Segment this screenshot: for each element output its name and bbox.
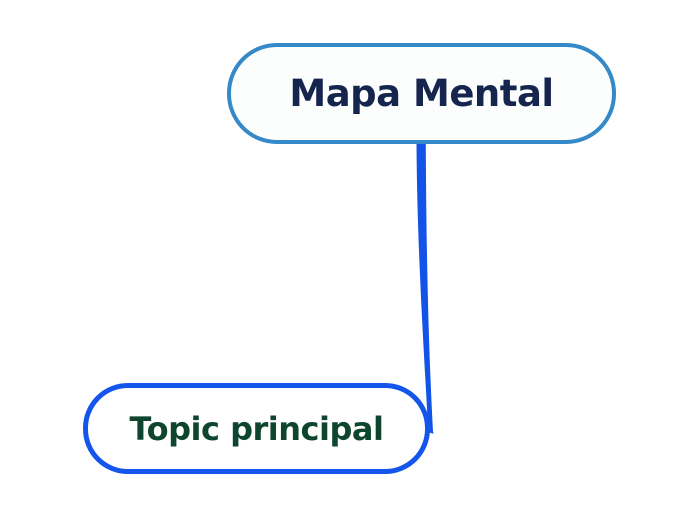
node-main-topic-label: Topic principal — [129, 409, 384, 448]
node-root-label: Mapa Mental — [289, 72, 554, 115]
mindmap-node-main-topic[interactable]: Topic principal — [83, 383, 430, 474]
mindmap-node-root[interactable]: Mapa Mental — [227, 43, 616, 144]
connector-path — [416, 144, 434, 434]
